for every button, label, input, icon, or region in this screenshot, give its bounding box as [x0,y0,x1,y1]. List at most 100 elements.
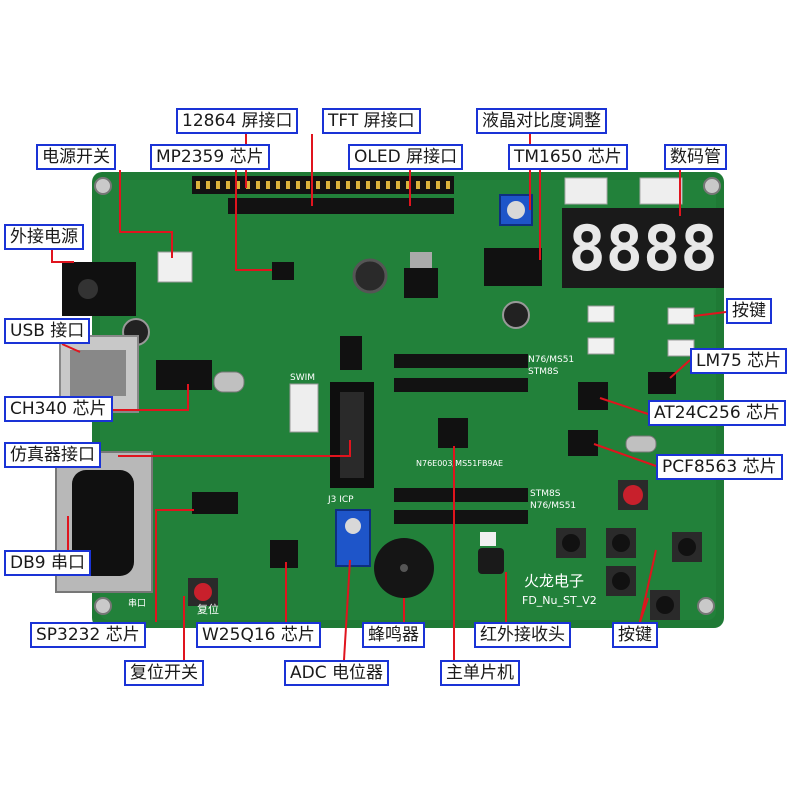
header-pin [426,181,430,189]
callout-key-bottom-2 [639,549,657,623]
callout-emulator [118,440,351,457]
header-pin [276,181,280,189]
reset-silk: 复位 [197,602,219,616]
header-pin [266,181,270,189]
icp-silk: J3 ICP [327,495,354,505]
w25q16-part [270,540,298,568]
callout-pcf8563 [593,443,657,467]
label-oled: OLED 屏接口 [348,144,464,170]
header-pin [206,181,210,189]
header-pin [306,181,310,189]
power-jack [62,262,136,316]
seven-segment-display [562,208,724,288]
label-key-bottom: 按键 [612,622,658,648]
mcu-header-bottom [394,488,528,502]
header-pin [406,181,410,189]
crystal [213,371,245,393]
tactile-key-cap [612,534,630,552]
header-pin [286,181,290,189]
label-ir: 红外接收头 [474,622,571,648]
callout-key-right [693,311,727,317]
mcu-header-top [394,354,528,368]
regulator [404,268,438,298]
header-pin [446,181,450,189]
header-pin [296,181,300,189]
reset-button-cap [194,583,212,601]
sp3232-part [192,492,238,514]
label-contrast: 液晶对比度调整 [476,108,607,134]
label-db9: DB9 串口 [4,550,91,576]
mounting-hole [703,177,721,195]
header-tft [228,198,454,214]
header-12864 [192,176,454,194]
header-pin [436,181,440,189]
label-pcf8563: PCF8563 芯片 [656,454,783,480]
callout-ext-power [51,250,74,263]
header-pin [316,181,320,189]
label-usb: USB 接口 [4,318,91,344]
header-pin [376,181,380,189]
label-tft: TFT 屏接口 [322,108,421,134]
label-mp2359: MP2359 芯片 [150,144,270,170]
icp-header-slot [340,392,364,478]
connector-j12 [564,177,608,205]
button-s3 [667,307,695,325]
capacitor [502,301,530,329]
label-at24c256: AT24C256 芯片 [648,400,787,426]
label-w25q16: W25Q16 芯片 [196,622,321,648]
label-digit-tube: 数码管 [664,144,727,170]
switch-s12 [340,336,362,370]
callout-at24c256 [599,397,649,415]
header-pin [366,181,370,189]
callout-power-switch [119,170,173,258]
mp2359-part [272,262,294,280]
mounting-hole [697,597,715,615]
header-pin [256,181,260,189]
header-pin [226,181,230,189]
header-silk-b2: STM8S [530,489,561,499]
pcf8563-part [568,430,598,456]
db9-face [72,470,134,576]
swim-connector [289,383,319,433]
ir-led [480,532,496,546]
key-matrix [556,528,702,620]
callout-lm75 [669,359,691,379]
callout-mp2359 [235,170,272,271]
label-12864: 12864 屏接口 [176,108,299,134]
mcu-header-bottom-2 [394,510,528,524]
swim-silk: SWIM [290,373,315,383]
header-silk-b: STM8S [528,367,559,377]
header-pin [396,181,400,189]
pcb-inner-texture [100,180,716,620]
label-ch340: CH340 芯片 [4,396,113,422]
header-pin [196,181,200,189]
header-pins [196,181,450,189]
buzzer-hole [400,564,408,572]
callout-sp3232 [155,509,194,622]
board-model: FD_Nu_ST_V2 [522,594,597,607]
header-pin [246,181,250,189]
label-power-switch: 电源开关 [36,144,116,170]
adc-pot-knob [345,518,361,534]
board-brand: 火龙电子 [524,572,584,590]
rtc-crystal [625,435,657,453]
callout-ch340 [110,384,189,411]
usb-port-inner [70,350,126,396]
label-tm1650: TM1650 芯片 [508,144,628,170]
at24c256-part [578,382,608,410]
inductor [352,258,388,294]
contrast-pot-knob [507,201,525,219]
label-buzzer: 蜂鸣器 [362,622,425,648]
tactile-key-cap [678,538,696,556]
tactile-key-cap [612,572,630,590]
mcu-silk: N76E003/MS51FB9AE [416,459,503,468]
header-pin [336,181,340,189]
tactile-key-cap [562,534,580,552]
tactile-key-cap [656,596,674,614]
tm1650-part [484,248,542,286]
ir-receiver-part [478,548,504,574]
label-reset: 复位开关 [124,660,204,686]
header-pin [356,181,360,189]
